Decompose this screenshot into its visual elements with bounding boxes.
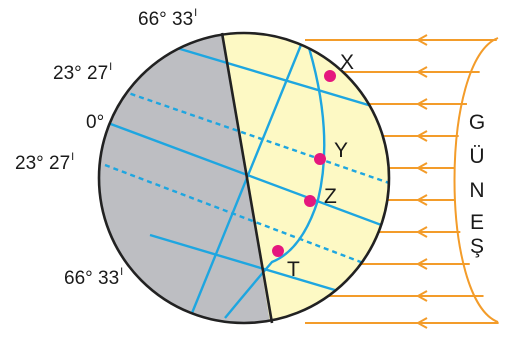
sun-ray-arrowhead bbox=[415, 317, 428, 329]
point-y-label: Y bbox=[334, 139, 349, 162]
sun-ray-arrowhead bbox=[415, 66, 428, 78]
sun-letter-1: G bbox=[468, 111, 486, 134]
sun-ray-arrowhead bbox=[415, 290, 428, 302]
globe-outline bbox=[97, 31, 391, 325]
label-66-33-south: 66° 33I bbox=[64, 266, 124, 289]
point-t-marker bbox=[272, 245, 284, 257]
sun-ray-arrowhead bbox=[415, 162, 428, 174]
tropic-of-cancer-line bbox=[104, 83, 389, 187]
sun-letter-4: E bbox=[469, 211, 484, 234]
sun-ray-arrowhead bbox=[415, 194, 428, 206]
equator-line bbox=[99, 118, 389, 234]
terminator-line bbox=[220, 32, 274, 324]
point-x-marker bbox=[324, 70, 336, 82]
sun-ray-arrowhead bbox=[415, 226, 428, 238]
point-z-label: Z bbox=[324, 185, 337, 208]
sun-ray-arrowhead bbox=[415, 34, 428, 46]
sun-ray-arrowhead bbox=[415, 130, 428, 142]
meridian-curve bbox=[224, 37, 326, 319]
point-x-label: X bbox=[340, 51, 355, 74]
tropic-of-capricorn-line bbox=[104, 163, 389, 277]
sun-ray-arrowhead bbox=[415, 98, 428, 110]
label-66-33-north: 66° 33I bbox=[138, 7, 198, 30]
label-23-27-south: 23° 27I bbox=[15, 151, 75, 174]
sun-letter-3: N bbox=[469, 179, 485, 202]
label-23-27-north: 23° 27I bbox=[53, 61, 113, 84]
sun-ray-arrowhead bbox=[415, 258, 428, 270]
arctic-circle-line bbox=[149, 38, 389, 117]
sun-letter-2: Ü bbox=[469, 145, 485, 168]
point-z-marker bbox=[304, 195, 316, 207]
sun-letter-5: Ş bbox=[469, 235, 484, 258]
label-equator: 0° bbox=[86, 112, 105, 133]
sun-bracket bbox=[453, 37, 499, 323]
point-t-label: T bbox=[287, 258, 300, 281]
point-y-marker bbox=[314, 153, 326, 165]
